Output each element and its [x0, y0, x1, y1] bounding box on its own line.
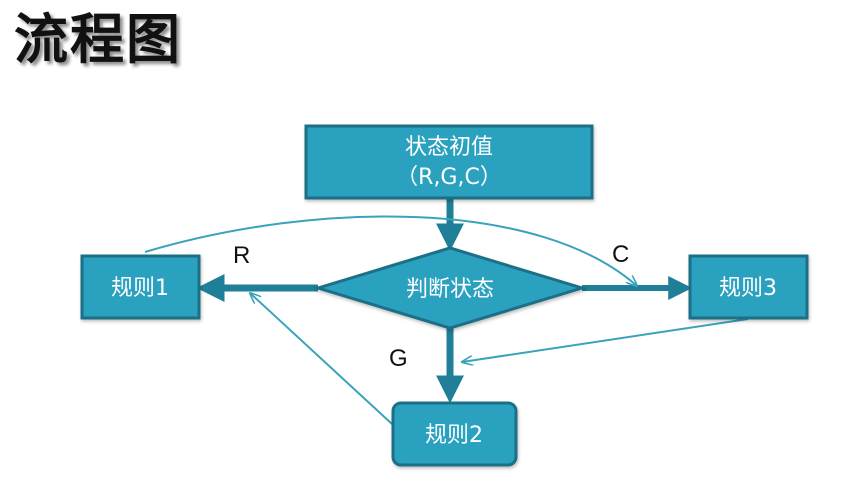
node-decision: [312, 246, 588, 330]
node-rule1-label: 规则1: [111, 276, 169, 301]
edge-label-g: G: [389, 345, 408, 372]
arrow-rule1-curve-to-rule3: [144, 215, 637, 286]
slide-title: 流程图: [14, 8, 182, 71]
node-initial-state-line1: 状态初值: [405, 135, 493, 160]
arrow-rule3-to-trunk: [462, 318, 749, 362]
node-initial-state-line2: （R,G,C）: [396, 165, 502, 190]
node-decision-label: 判断状态: [406, 277, 494, 302]
edge-label-r: R: [233, 242, 250, 269]
node-initial-state: [304, 124, 594, 200]
node-rule3: [688, 254, 809, 320]
node-rule2-label: 规则2: [425, 423, 483, 448]
node-rule2: [391, 401, 518, 467]
arrow-rule2-to-rule1: [250, 293, 393, 425]
node-rule3-label: 规则3: [719, 276, 777, 301]
edge-label-c: C: [612, 241, 629, 268]
node-rule1: [80, 254, 201, 320]
